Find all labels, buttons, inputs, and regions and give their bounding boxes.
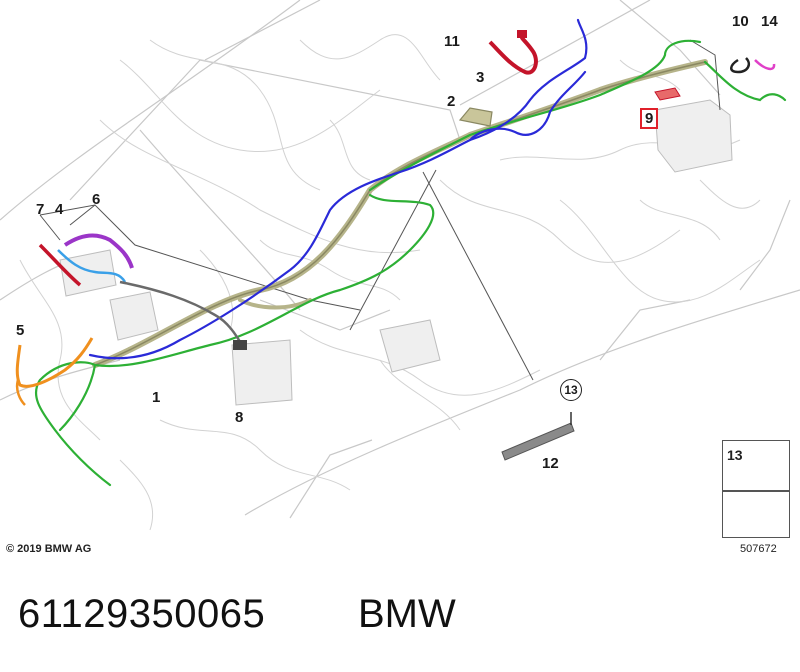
copyright-text: © 2019 BMW AG bbox=[6, 543, 92, 555]
blue-harness bbox=[88, 18, 588, 360]
callout-10: 10 bbox=[732, 13, 749, 30]
reference-lines bbox=[39, 39, 721, 381]
main-harness bbox=[92, 59, 708, 368]
background-wiring bbox=[19, 34, 761, 531]
wiring-harness-diagram bbox=[0, 0, 800, 532]
legend-divider bbox=[723, 490, 789, 492]
callout-11: 11 bbox=[444, 33, 460, 50]
connector-11 bbox=[517, 30, 527, 38]
callout-3: 3 bbox=[476, 69, 485, 86]
front-battery bbox=[231, 339, 293, 406]
image-number: 507672 bbox=[740, 543, 777, 555]
callout-6: 6 bbox=[92, 191, 101, 208]
grey-cable bbox=[119, 280, 244, 346]
purple-harness bbox=[63, 233, 134, 269]
callout-12: 12 bbox=[542, 455, 559, 472]
connector-8 bbox=[233, 340, 247, 350]
callout-7: 7 bbox=[36, 201, 45, 218]
vehicle-outline bbox=[0, 0, 800, 519]
callout-8: 8 bbox=[235, 409, 244, 426]
legend-label: 13 bbox=[727, 447, 743, 463]
callout-14: 14 bbox=[761, 13, 778, 30]
brand-name: BMW bbox=[358, 592, 456, 636]
callout-2: 2 bbox=[447, 93, 456, 110]
red-harness-7 bbox=[38, 243, 82, 287]
red-harness-11 bbox=[488, 33, 538, 75]
callout-4: 4 bbox=[55, 201, 64, 218]
strap-12 bbox=[501, 412, 575, 461]
pink-harness bbox=[754, 59, 776, 71]
callout-1: 1 bbox=[152, 389, 161, 406]
callout-5: 5 bbox=[16, 322, 25, 339]
callout-13: 13 bbox=[560, 379, 582, 401]
legend-box: 13 bbox=[722, 440, 790, 538]
rear-battery bbox=[654, 99, 733, 173]
callout-9: 9 bbox=[640, 108, 659, 129]
lightblue-harness bbox=[57, 249, 127, 283]
part-number: 61129350065 bbox=[18, 592, 266, 636]
connector-9 bbox=[654, 87, 681, 101]
black-cable bbox=[730, 57, 750, 74]
orange-harness bbox=[15, 337, 94, 388]
orange-branch bbox=[15, 379, 26, 406]
background-components bbox=[59, 99, 733, 406]
fuse-box bbox=[109, 291, 159, 341]
green-harness bbox=[34, 39, 787, 487]
